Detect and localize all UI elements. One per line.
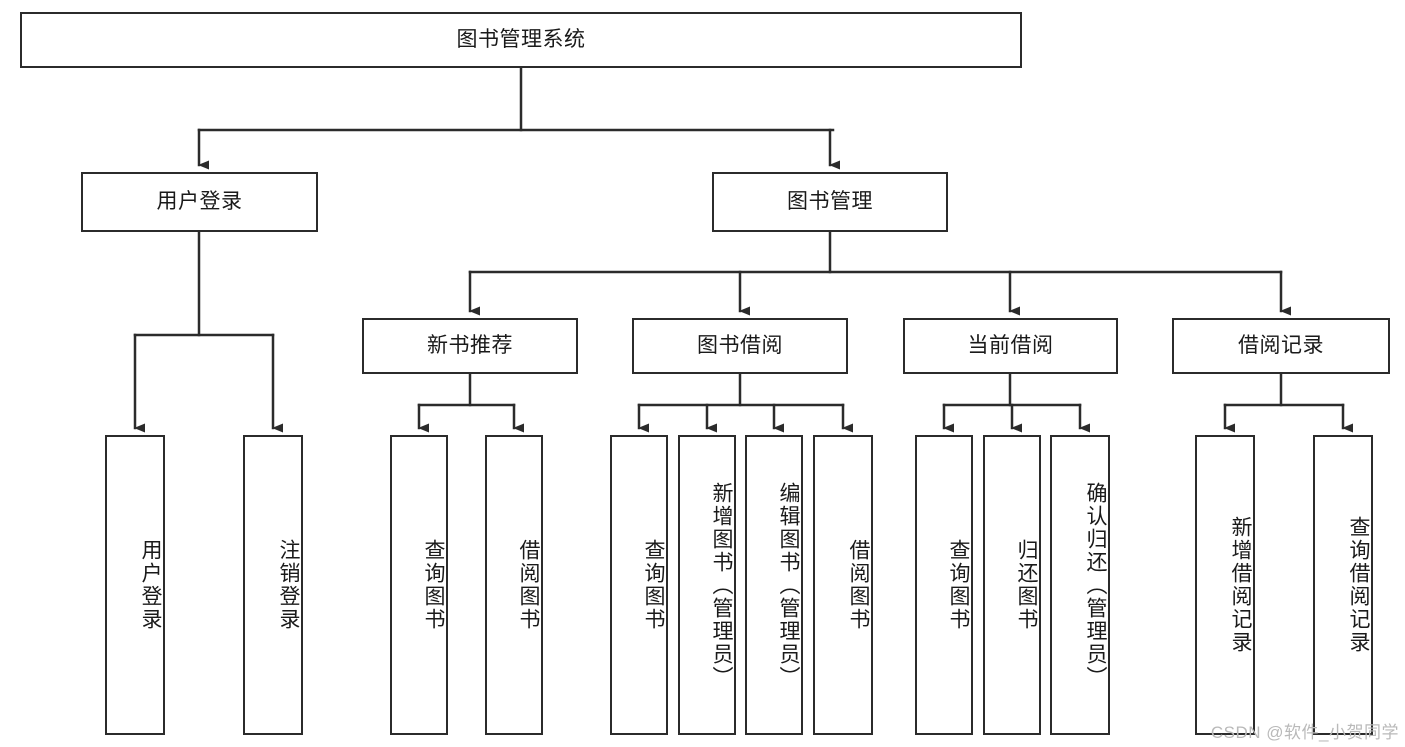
node-leaf-borrow-query-book[interactable]: 查询图书 <box>610 435 668 735</box>
node-leaf-rec-add-record-label: 新增借阅记录 <box>1229 516 1252 654</box>
node-root-label: 图书管理系统 <box>456 28 586 52</box>
node-leaf-user-login[interactable]: 用户登录 <box>105 435 165 735</box>
node-book-manage-label: 图书管理 <box>787 190 873 214</box>
node-leaf-rec-query-record[interactable]: 查询借阅记录 <box>1313 435 1373 735</box>
node-new-book-rec[interactable]: 新书推荐 <box>362 318 578 374</box>
node-borrow-record[interactable]: 借阅记录 <box>1172 318 1390 374</box>
node-leaf-borrow-add-book[interactable]: 新增图书（管理员） <box>678 435 736 735</box>
node-borrow-record-label: 借阅记录 <box>1238 334 1324 358</box>
node-leaf-borrow-query-book-label: 查询图书 <box>642 539 665 631</box>
node-book-manage[interactable]: 图书管理 <box>712 172 948 232</box>
node-leaf-rec-borrow-book[interactable]: 借阅图书 <box>485 435 543 735</box>
node-leaf-rec-query-record-label: 查询借阅记录 <box>1347 516 1370 654</box>
node-leaf-cur-confirm-return[interactable]: 确认归还（管理员） <box>1050 435 1110 735</box>
node-leaf-cur-return-book[interactable]: 归还图书 <box>983 435 1041 735</box>
node-leaf-user-login-label: 用户登录 <box>139 539 162 631</box>
node-book-borrow[interactable]: 图书借阅 <box>632 318 848 374</box>
node-current-borrow[interactable]: 当前借阅 <box>903 318 1118 374</box>
node-leaf-rec-query-book-label: 查询图书 <box>422 539 445 631</box>
node-book-borrow-label: 图书借阅 <box>697 334 783 358</box>
node-leaf-rec-add-record[interactable]: 新增借阅记录 <box>1195 435 1255 735</box>
node-user-login-label: 用户登录 <box>156 190 243 214</box>
node-leaf-rec-borrow-book-label: 借阅图书 <box>517 539 540 631</box>
watermark-text: CSDN @软件_小贺同学 <box>1210 723 1399 742</box>
node-leaf-borrow-edit-book[interactable]: 编辑图书（管理员） <box>745 435 803 735</box>
node-leaf-cur-query-book-label: 查询图书 <box>947 539 970 631</box>
node-new-book-rec-label: 新书推荐 <box>427 334 513 358</box>
node-root[interactable]: 图书管理系统 <box>20 12 1022 68</box>
node-current-borrow-label: 当前借阅 <box>967 334 1054 358</box>
node-leaf-borrow-add-book-label: 新增图书（管理员） <box>710 481 733 689</box>
node-leaf-borrow-edit-book-label: 编辑图书（管理员） <box>777 481 800 689</box>
node-leaf-borrow-borrow-book[interactable]: 借阅图书 <box>813 435 873 735</box>
node-leaf-borrow-borrow-book-label: 借阅图书 <box>847 539 870 631</box>
node-leaf-cur-return-book-label: 归还图书 <box>1015 539 1038 631</box>
node-leaf-cur-query-book[interactable]: 查询图书 <box>915 435 973 735</box>
node-user-login[interactable]: 用户登录 <box>81 172 318 232</box>
node-leaf-user-logout[interactable]: 注销登录 <box>243 435 303 735</box>
node-leaf-user-logout-label: 注销登录 <box>277 539 300 631</box>
node-leaf-rec-query-book[interactable]: 查询图书 <box>390 435 448 735</box>
node-leaf-cur-confirm-return-label: 确认归还（管理员） <box>1084 481 1107 689</box>
